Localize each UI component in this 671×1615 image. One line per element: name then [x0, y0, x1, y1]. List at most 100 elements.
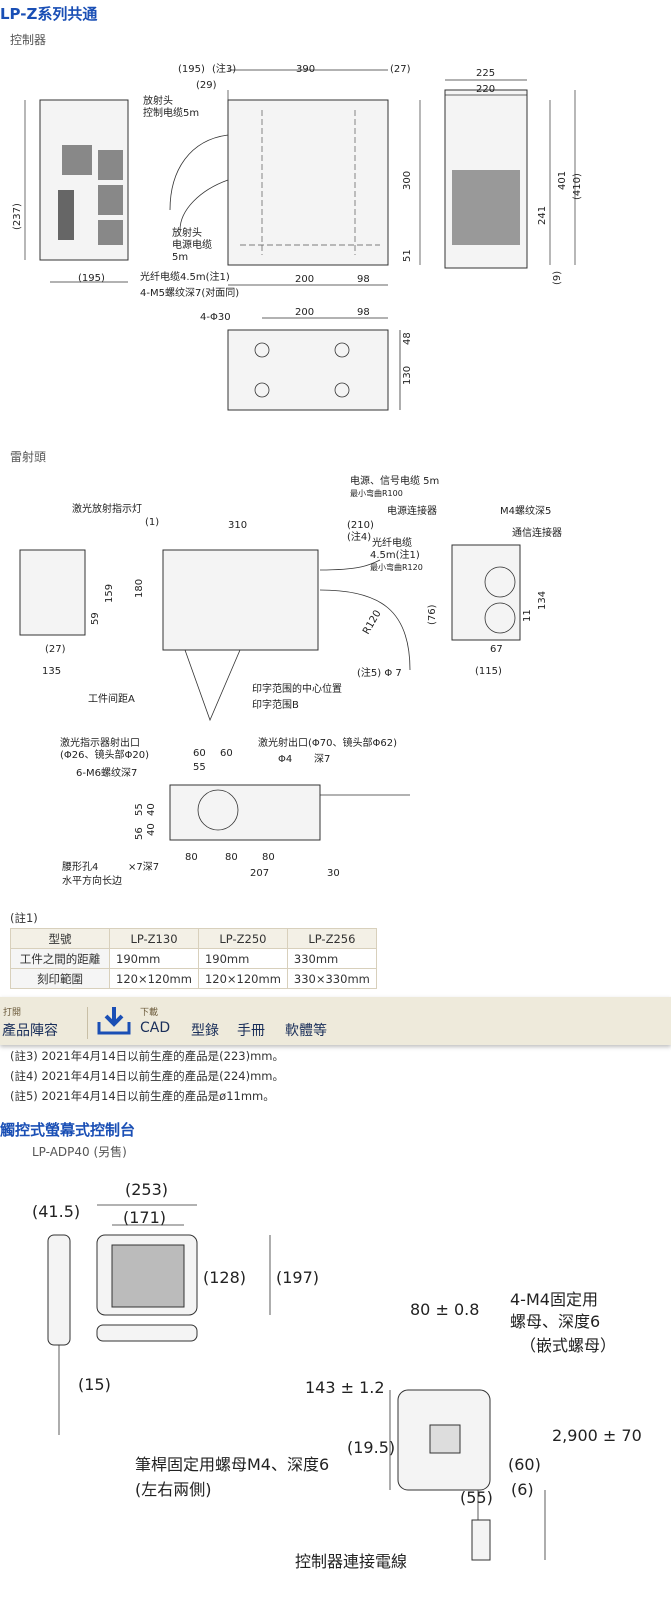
section-title-console: 觸控式螢幕式控制台	[0, 1121, 136, 1139]
laser-head-label: 雷射頭	[10, 450, 47, 464]
table-cell: 330×330mm	[286, 968, 377, 989]
open-label: 打開	[3, 1008, 22, 1018]
dim: 6-M6螺纹深7	[76, 766, 137, 779]
note-5: (註5) 2021年4月14日以前生產的產品是ø11mm。	[10, 1089, 275, 1103]
dim: (210)	[347, 520, 374, 531]
dim: 工件间距A	[88, 692, 135, 705]
dim: 225	[476, 68, 495, 79]
dim: (41.5)	[32, 1202, 80, 1221]
dim: 220	[476, 84, 495, 95]
dim: 放射头	[143, 94, 173, 107]
dim: 光纤电缆	[372, 536, 412, 549]
dim: (左右兩側)	[135, 1480, 212, 1499]
dim: (55)	[460, 1488, 493, 1507]
table-header: LP-Z250	[197, 928, 288, 949]
note-3: (註3) 2021年4月14日以前生產的產品是(223)mm。	[10, 1049, 284, 1063]
console-drawing: (41.5) (253) (171) (128) (197) (15) 80 ±…	[32, 1180, 642, 1571]
dim: 51	[402, 249, 413, 262]
dim: 135	[42, 666, 61, 677]
product-lineup-link[interactable]: 產品陣容	[2, 1023, 58, 1039]
dim: 水平方向长边	[62, 874, 122, 887]
dim: 200	[295, 274, 314, 285]
dim: 30	[327, 868, 340, 879]
table-header: LP-Z130	[109, 928, 199, 949]
dim: (19.5)	[347, 1438, 395, 1457]
section-title-lp-z: LP-Z系列共通	[0, 5, 98, 23]
software-link[interactable]: 軟體等	[285, 1023, 327, 1039]
dim: 光纤电缆4.5m(注1)	[140, 270, 230, 283]
download-icon	[97, 1007, 131, 1035]
dim: (9)	[552, 271, 563, 285]
dim: 60	[193, 748, 206, 759]
dim: 55	[193, 762, 206, 773]
dim: R120	[361, 608, 384, 636]
dim: 59	[90, 612, 101, 625]
table-cell: 190mm	[109, 948, 199, 969]
dim: 180	[134, 579, 145, 598]
table-cell: 工件之間的距離	[10, 948, 110, 969]
cad-link[interactable]: CAD	[140, 1020, 171, 1036]
dim: (1)	[145, 517, 159, 528]
dim: 放射头	[172, 226, 202, 239]
controller-drawing: (195) (注3) 390 (27) (29) 放射头 控制电缆5m 放射头 …	[12, 62, 583, 411]
catalog-link[interactable]: 型錄	[191, 1023, 219, 1039]
dim: 80	[225, 852, 238, 863]
dim: 电源电缆	[172, 238, 212, 251]
dim: (237)	[12, 203, 23, 230]
dim: 5m	[172, 252, 188, 263]
dim: 207	[250, 868, 269, 879]
dim: (注4)	[347, 530, 371, 543]
dim: 激光放射指示灯	[72, 502, 142, 515]
dim: (27)	[45, 644, 66, 655]
note-4: (註4) 2021年4月14日以前生產的產品是(224)mm。	[10, 1069, 284, 1083]
dim: 最小弯曲R100	[350, 488, 403, 498]
console-model: LP-ADP40 (另售)	[32, 1145, 127, 1159]
dim: 55	[134, 803, 145, 816]
dim: (410)	[572, 173, 583, 200]
dim: 40	[146, 803, 157, 816]
dim: Φ4	[278, 754, 292, 765]
dim: 134	[537, 591, 548, 610]
controller-label: 控制器	[10, 33, 47, 47]
dim: (6)	[511, 1480, 534, 1499]
dim: 螺母、深度6	[510, 1312, 600, 1331]
dim: 2,900 ± 70	[552, 1426, 642, 1445]
dim: (60)	[508, 1455, 541, 1474]
table-cell: 120×120mm	[109, 968, 199, 989]
dim: (197)	[276, 1268, 319, 1287]
dim: 401	[557, 171, 568, 190]
dim: (注3)	[212, 62, 236, 75]
table-header: 型號	[10, 928, 110, 949]
dim: 电源连接器	[387, 504, 437, 517]
dim: 390	[296, 64, 315, 75]
floating-action-bar: 打開 產品陣容 下載 CAD 型錄 手冊 軟體等	[0, 997, 671, 1045]
table-cell: 190mm	[197, 948, 288, 969]
dim: 80 ± 0.8	[410, 1300, 479, 1319]
dim: 130	[402, 366, 413, 385]
dim: 241	[537, 206, 548, 225]
dim: 98	[357, 274, 370, 285]
table-cell: 120×120mm	[197, 968, 288, 989]
dim: 67	[490, 644, 503, 655]
dim: 98	[357, 307, 370, 318]
dim: 4-Φ30	[200, 312, 231, 323]
dim: 310	[228, 520, 247, 531]
dim: 控制器連接電線	[295, 1552, 407, 1571]
dim: (Φ26、镜头部Φ20)	[60, 748, 149, 761]
download-label: 下載	[140, 1008, 159, 1018]
dim: 控制电缆5m	[143, 106, 199, 119]
dim: (15)	[78, 1375, 111, 1394]
table-header: LP-Z256	[286, 928, 377, 949]
dim: 159	[104, 584, 115, 603]
dim: 4-M5螺纹深7(对面同)	[140, 286, 239, 299]
dim: (253)	[125, 1180, 168, 1199]
dim: 40	[146, 823, 157, 836]
manual-link[interactable]: 手冊	[237, 1023, 265, 1039]
dim: 143 ± 1.2	[305, 1378, 385, 1397]
dim: 60	[220, 748, 233, 759]
dim: 腰形孔4	[62, 861, 98, 873]
dim: 11	[522, 609, 533, 622]
